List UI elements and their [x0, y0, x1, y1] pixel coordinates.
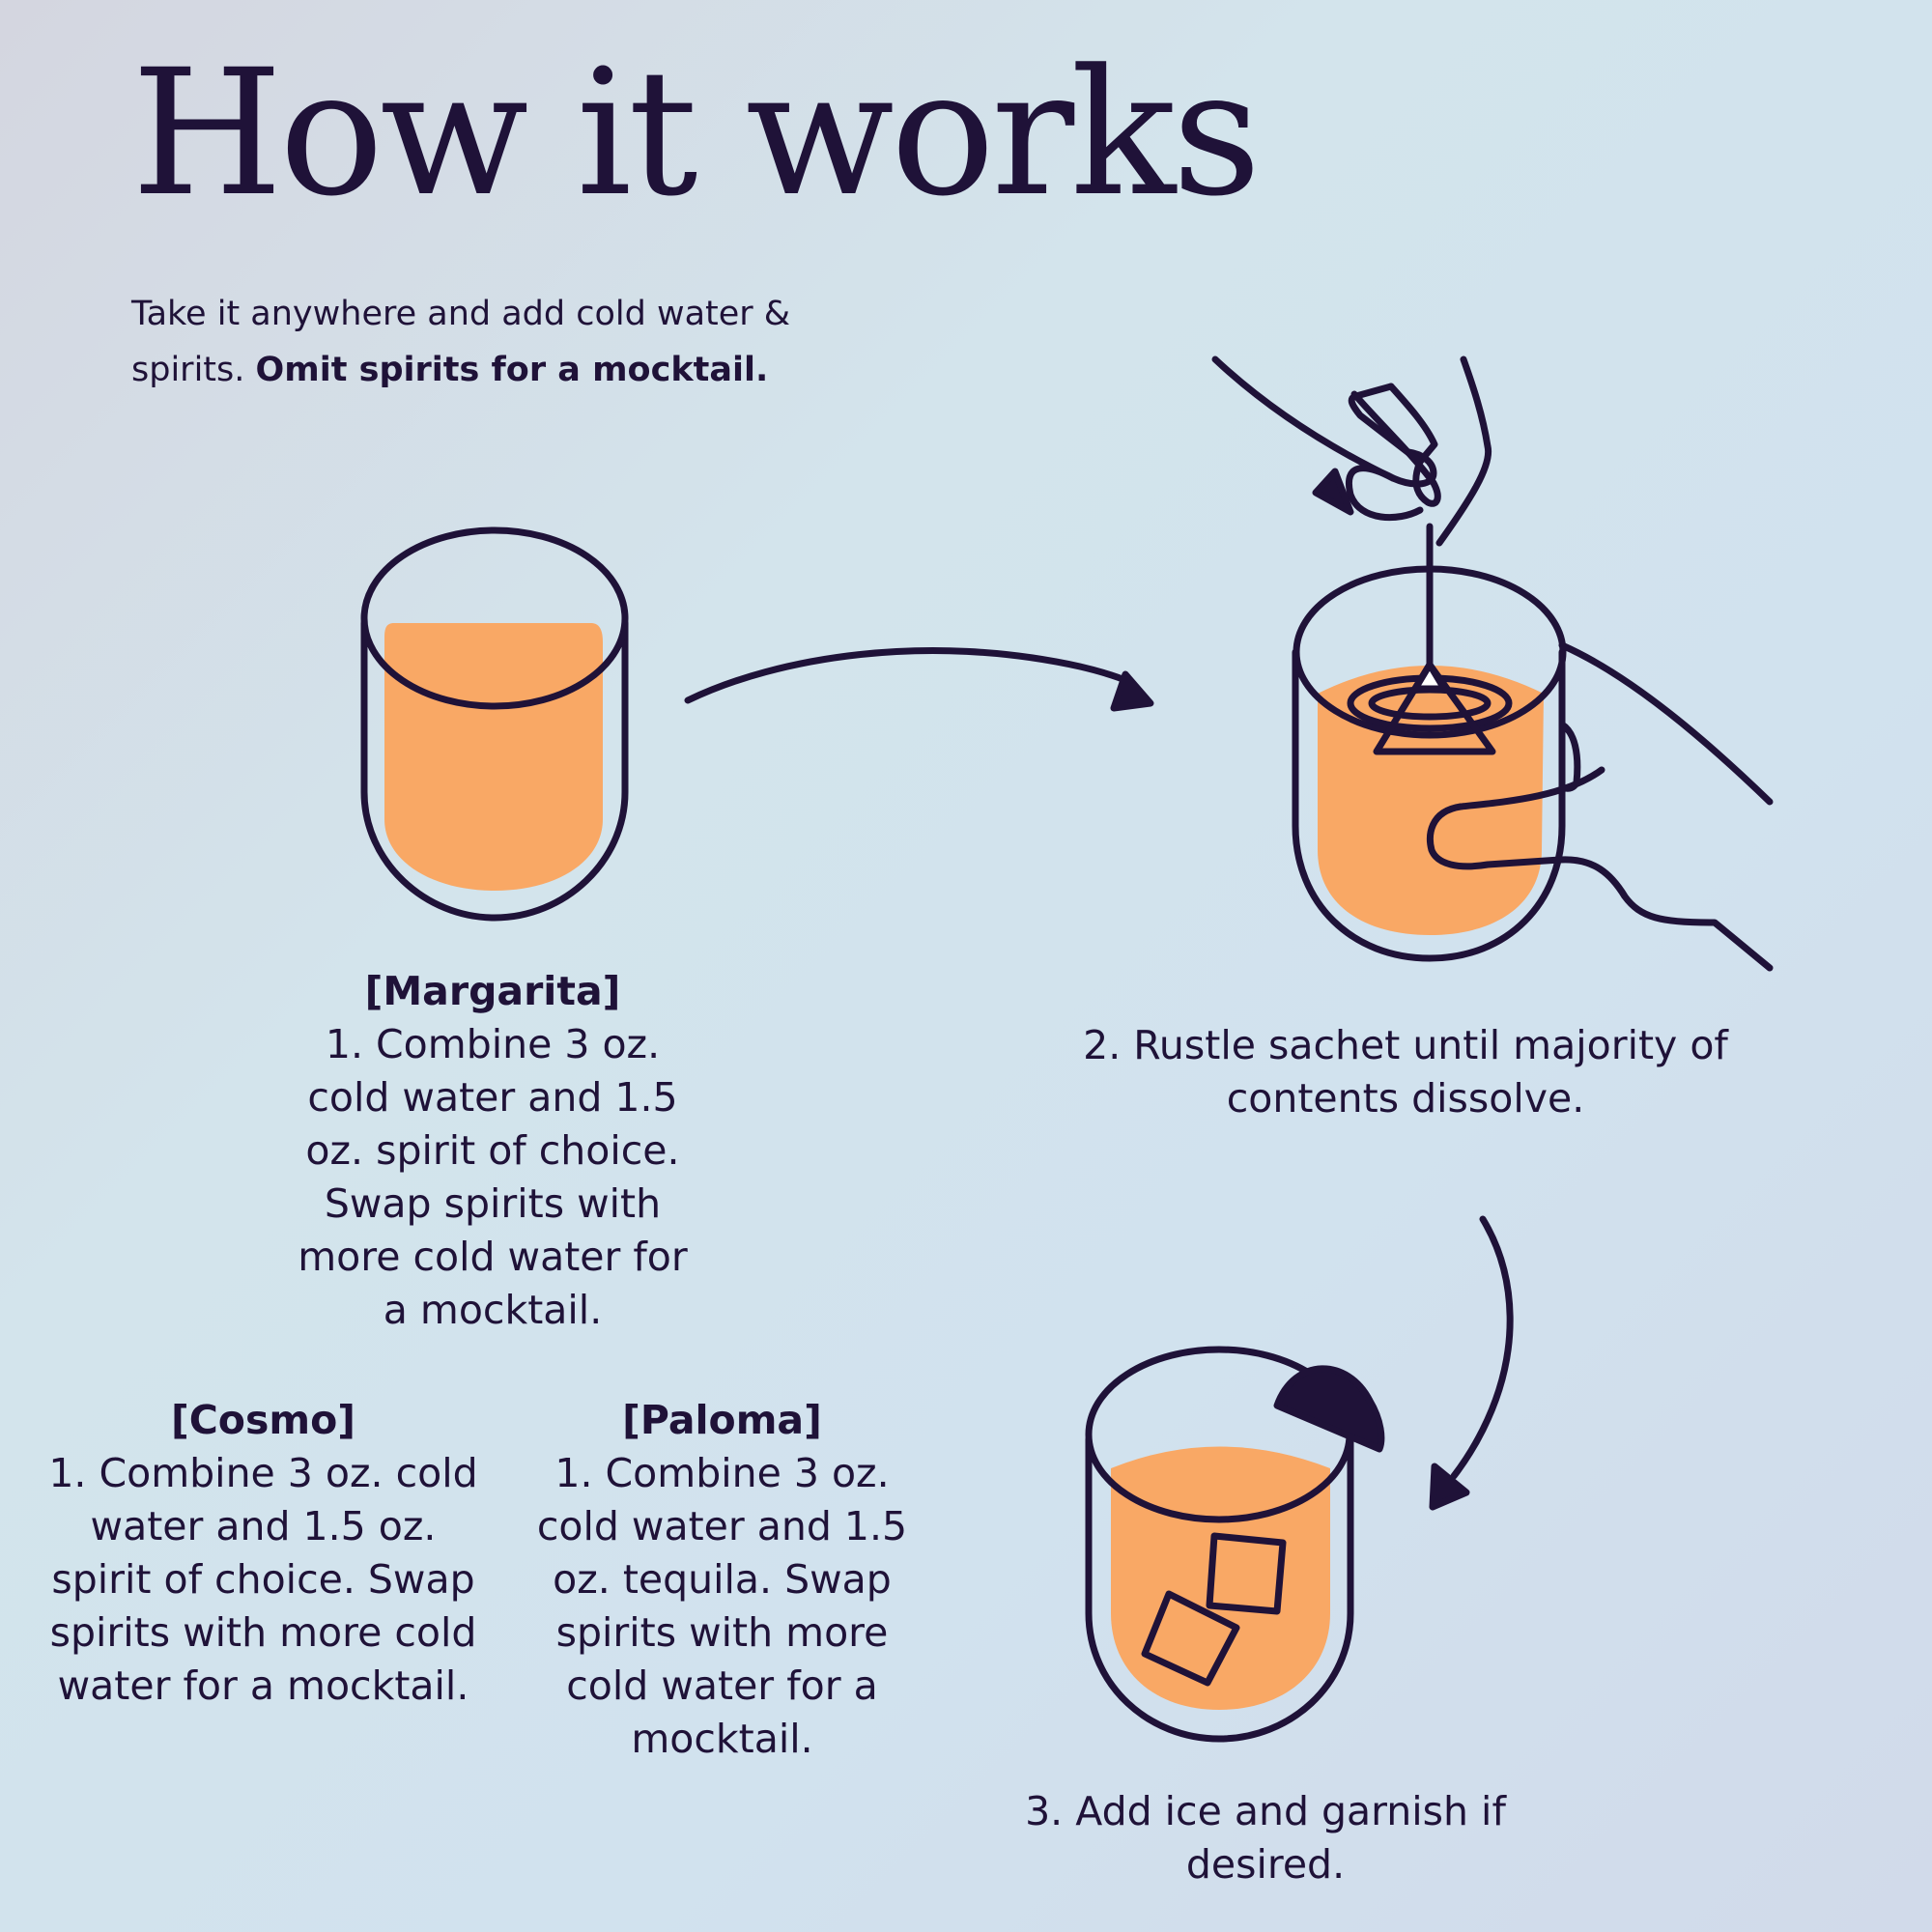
step-instructions: 2. Rustle sachet until majority of conte…: [1083, 1022, 1728, 1122]
intro-text: Take it anywhere and add cold water & sp…: [131, 286, 866, 398]
recipe-instructions: 1. Combine 3 oz. cold water and 1.5 oz. …: [298, 1021, 688, 1333]
recipe-name: [Cosmo]: [170, 1397, 356, 1443]
recipe-name: [Margarita]: [364, 968, 621, 1014]
step-2-text: 2. Rustle sachet until majority of conte…: [1067, 1019, 1744, 1125]
step-3-text: 3. Add ice and garnish if desired.: [1014, 1785, 1517, 1891]
recipe-margarita: [Margarita] 1. Combine 3 oz. cold water …: [280, 965, 705, 1337]
page-title: How it works: [131, 33, 1262, 235]
arrow-icon: [1429, 1215, 1514, 1511]
recipe-instructions: 1. Combine 3 oz. cold water and 1.5 oz. …: [536, 1450, 908, 1762]
recipe-paloma: [Paloma] 1. Combine 3 oz. cold water and…: [512, 1394, 932, 1766]
intro-regular: Take it anywhere and add cold water & sp…: [131, 295, 791, 389]
step-instructions: 3. Add ice and garnish if desired.: [1025, 1788, 1506, 1888]
intro-bold: Omit spirits for a mocktail.: [255, 351, 769, 389]
recipe-instructions: 1. Combine 3 oz. cold water and 1.5 oz. …: [48, 1450, 478, 1709]
recipe-cosmo: [Cosmo] 1. Combine 3 oz. cold water and …: [48, 1394, 478, 1713]
ice-cube-icon: [1206, 1532, 1287, 1615]
glass-icon: [360, 526, 629, 922]
arrow-icon: [684, 647, 1154, 712]
sachet-icon: [1347, 523, 1513, 755]
garnish-icon: [1273, 1365, 1385, 1453]
hand-icon: [1211, 355, 1774, 972]
recipe-name: [Paloma]: [622, 1397, 822, 1443]
ice-cube-icon: [1141, 1590, 1240, 1687]
